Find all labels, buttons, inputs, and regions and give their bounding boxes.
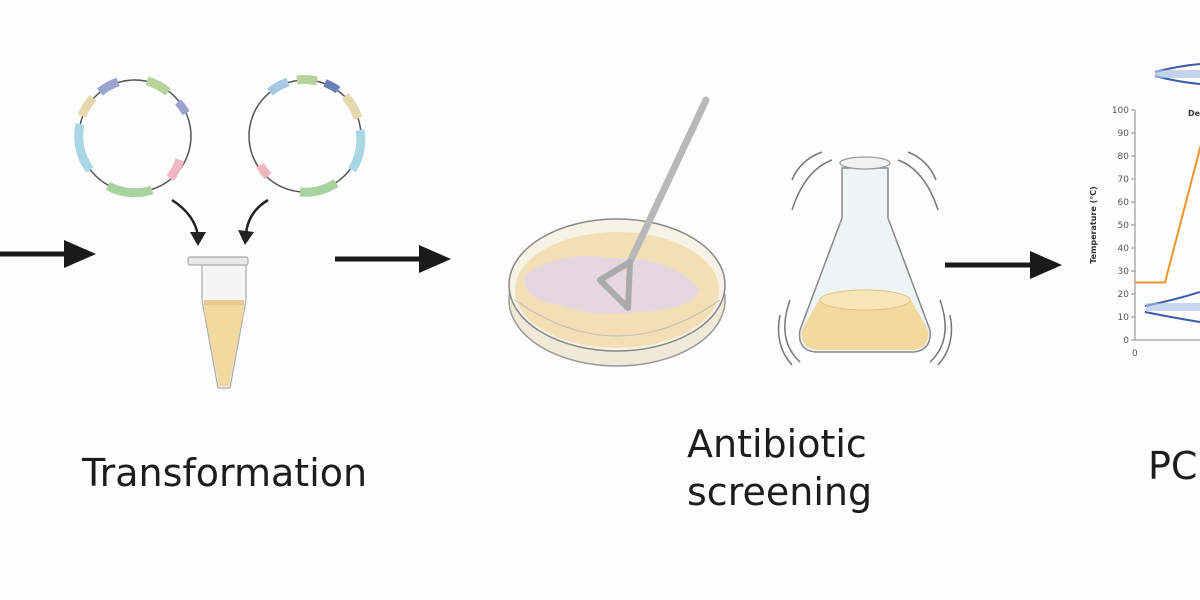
arrow-in [0, 240, 96, 268]
shaking-flask-icon [777, 151, 953, 366]
arrow-screening-to-pcr [945, 251, 1062, 279]
pcr-y-tick-label: 70 [1118, 175, 1130, 185]
pcr-top-label: De [1188, 109, 1200, 118]
pcr-x-tick: 0 [1132, 349, 1138, 359]
microtube-icon [187, 256, 249, 389]
petri-dish-icon [508, 218, 726, 367]
pcr-y-tick-label: 60 [1118, 198, 1130, 208]
step-label-antibiotic-line2: screening [687, 470, 873, 514]
step-label-antibiotic-screening: Antibiotic screening [687, 420, 872, 516]
pcr-y-tick-label: 40 [1118, 244, 1130, 254]
pcr-y-tick-label: 30 [1118, 267, 1130, 277]
pcr-temperature-series [1135, 144, 1200, 284]
pcr-y-tick-label: 20 [1118, 290, 1130, 300]
pcr-y-tick-label: 0 [1123, 336, 1129, 346]
plasmid-icon-right [248, 75, 366, 197]
pcr-y-tick-label: 10 [1118, 313, 1130, 323]
pcr-y-tick-label: 50 [1118, 221, 1130, 231]
pcr-y-axis-title: Temperature (°C) [1089, 186, 1098, 264]
step-label-antibiotic-line1: Antibiotic [687, 422, 867, 466]
plasmid-icon-left [74, 76, 192, 198]
curved-arrow-right-icon [238, 198, 269, 245]
pcr-y-tick-label: 90 [1118, 129, 1130, 139]
step-label-pcr: PC [1148, 444, 1198, 488]
arrow-transformation-to-screening [335, 245, 451, 273]
pcr-y-tick-label: 100 [1112, 106, 1129, 116]
step-label-transformation: Transformation [82, 451, 368, 495]
pcr-y-tick-label: 80 [1118, 152, 1130, 162]
cell-spreader-icon [597, 96, 710, 311]
curved-arrow-left-icon [171, 198, 206, 246]
